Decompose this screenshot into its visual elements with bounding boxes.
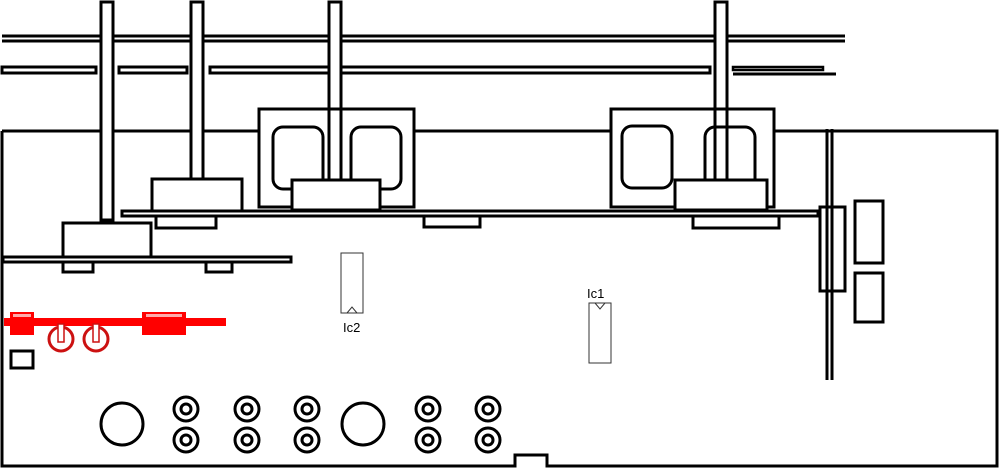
- board-outline: [0, 129, 999, 468]
- ic2-label: Ic2: [343, 320, 360, 335]
- right-pad-1: [853, 199, 885, 265]
- top-rail-upper: [2, 34, 845, 43]
- terminal-pair-1: [172, 395, 200, 454]
- mounting-hole-1: [99, 401, 145, 447]
- connector-block-2: [290, 178, 382, 212]
- vertical-post-1: [99, 0, 115, 222]
- vertical-post-4: [713, 0, 729, 182]
- top-rail-lower: [0, 65, 836, 76]
- upper-shelf-rail: [120, 209, 820, 230]
- highlighted-red-rail: [4, 312, 226, 353]
- lower-shelf-rail: [1, 255, 293, 274]
- small-square-pad: [9, 349, 35, 370]
- connector-block-3: [673, 178, 769, 212]
- ic1-label: Ic1: [587, 286, 604, 301]
- vertical-post-2: [189, 0, 205, 182]
- terminal-pair-2: [233, 395, 261, 454]
- terminal-group: [172, 395, 502, 454]
- right-pad-2: [853, 271, 885, 324]
- vertical-post-3: [327, 0, 343, 182]
- mounting-hole-2: [340, 401, 386, 447]
- terminal-pair-3: [293, 395, 321, 454]
- terminal-pair-4: [414, 395, 442, 454]
- terminal-pair-5: [474, 395, 502, 454]
- connector-block-1: [150, 177, 244, 213]
- ic1-chip: Ic1: [587, 286, 612, 364]
- right-vertical-bus: [818, 129, 885, 380]
- ic2-chip: Ic2: [340, 252, 364, 335]
- connector-block-4: [61, 221, 153, 259]
